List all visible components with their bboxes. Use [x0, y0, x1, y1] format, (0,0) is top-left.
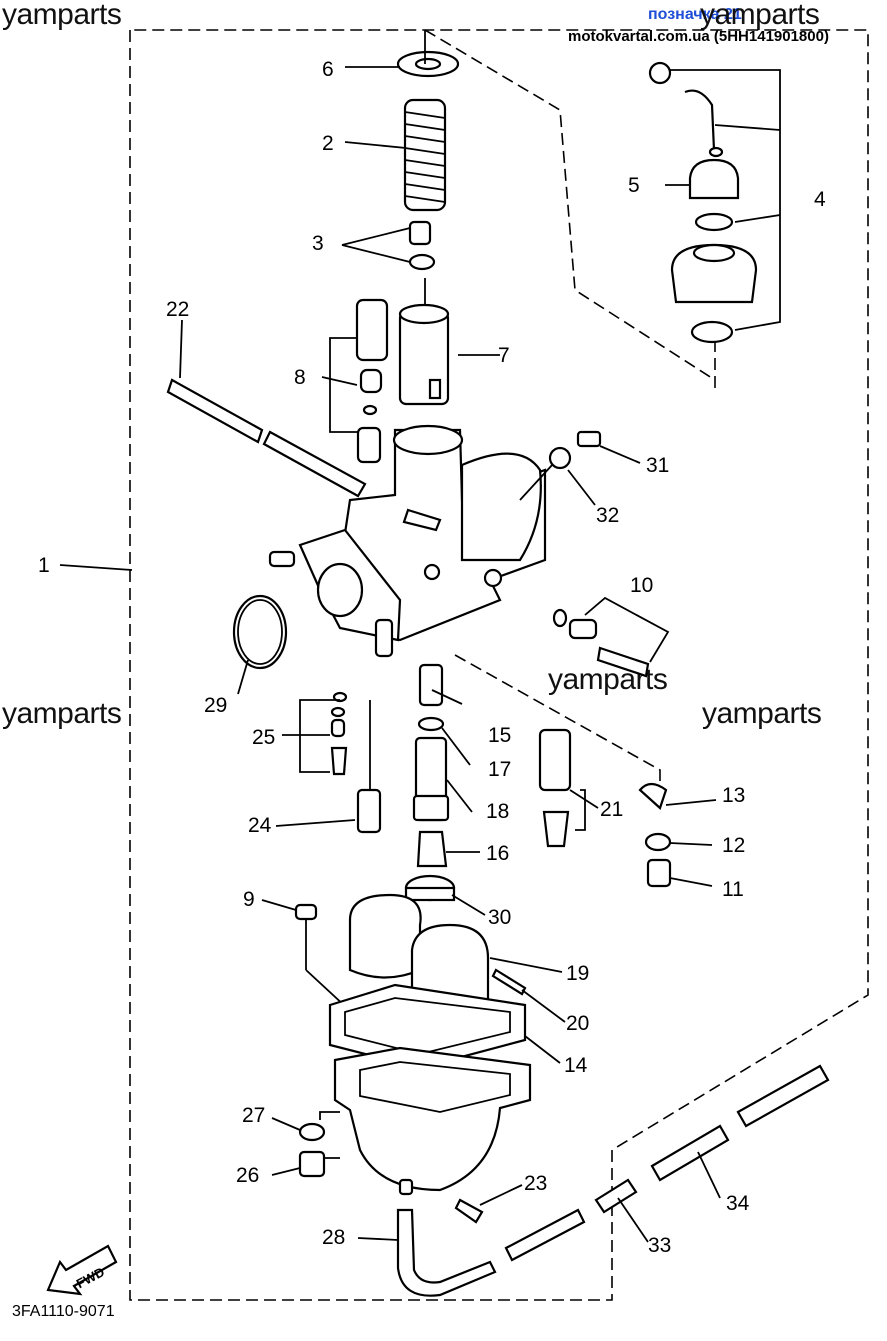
- callout-3: 3: [312, 232, 324, 255]
- part-valve-seat-30: [404, 874, 456, 902]
- callout-27: 27: [242, 1104, 265, 1127]
- callout-8: 8: [294, 366, 306, 389]
- callout-16: 16: [486, 842, 509, 865]
- callout-24: 24: [248, 814, 272, 837]
- part-pilot-screw-25: [299, 691, 348, 776]
- part-starter-jet-24: [356, 700, 382, 834]
- source-site-text: motokvartal.com.ua (5HH141901800): [568, 28, 829, 45]
- callout-33: 33: [648, 1234, 671, 1257]
- callout-5: 5: [628, 174, 640, 197]
- callout-32: 32: [596, 504, 619, 527]
- callout-4: 4: [814, 188, 826, 211]
- part-screw-23: [454, 1198, 484, 1224]
- watermark-left: yamparts: [2, 697, 122, 730]
- callout-22: 22: [166, 298, 189, 321]
- part-float-chamber: [333, 1046, 532, 1196]
- part-hose-22: [166, 378, 367, 498]
- part-needle-clip-3: [408, 220, 436, 271]
- callout-7: 7: [498, 344, 510, 367]
- part-cap-assembly-4: [648, 61, 781, 344]
- part-needle-jet-15: [412, 663, 450, 868]
- callout-14: 14: [564, 1054, 588, 1077]
- callout-10: 10: [630, 574, 653, 597]
- part-clip-13: [638, 782, 672, 888]
- callout-20: 20: [566, 1012, 589, 1035]
- part-needle-valve-21: [538, 728, 586, 848]
- part-vent-hose-34: [650, 1064, 830, 1182]
- callout-12: 12: [722, 834, 745, 857]
- part-carburetor-body-1: [268, 424, 547, 658]
- callout-11: 11: [722, 878, 744, 901]
- callout-28: 28: [322, 1226, 345, 1249]
- leader-6-7: [424, 29, 716, 381]
- callout-13: 13: [722, 784, 745, 807]
- callout-9: 9: [243, 888, 255, 911]
- callout-31: 31: [646, 454, 669, 477]
- part-float-19: [348, 893, 527, 1009]
- callout-34: 34: [726, 1192, 750, 1215]
- callout-1: 1: [38, 554, 50, 577]
- watermark-top-right: yamparts: [700, 0, 820, 31]
- leaders: [59, 66, 721, 1243]
- part-starter-plunger-8: [329, 298, 389, 464]
- part-washer-6: [396, 30, 460, 78]
- callout-18: 18: [486, 800, 509, 823]
- callout-6: 6: [322, 58, 334, 81]
- part-spring-2: [403, 98, 447, 212]
- callout-30: 30: [488, 906, 511, 929]
- callout-17: 17: [488, 758, 511, 781]
- callout-19: 19: [566, 962, 589, 985]
- part-throttle-valve-7: [398, 278, 450, 406]
- callout-29: 29: [204, 694, 227, 717]
- part-drain-screw-26: [298, 1111, 340, 1178]
- callout-26: 26: [236, 1164, 259, 1187]
- assembly-boundary: [129, 29, 869, 1301]
- part-marker-link[interactable]: позначка 21: [648, 6, 742, 23]
- watermark-right: yamparts: [702, 697, 822, 730]
- part-throttle-stop-screw-10: [552, 596, 670, 678]
- part-o-ring-29: [232, 594, 288, 670]
- watermark-top-left: yamparts: [2, 0, 122, 31]
- callout-25: 25: [252, 726, 275, 749]
- diagram-code: 3FA1110-9071: [12, 1303, 115, 1320]
- callout-23: 23: [524, 1172, 547, 1195]
- part-fitting-33: [594, 1178, 638, 1214]
- callout-21: 21: [600, 798, 623, 821]
- part-screw-31: [519, 430, 602, 501]
- callout-2: 2: [322, 132, 334, 155]
- part-gasket-14: [328, 983, 527, 1070]
- callout-15: 15: [488, 724, 511, 747]
- part-drain-hose-28: [396, 1208, 586, 1297]
- fwd-arrow-icon: [46, 1244, 118, 1296]
